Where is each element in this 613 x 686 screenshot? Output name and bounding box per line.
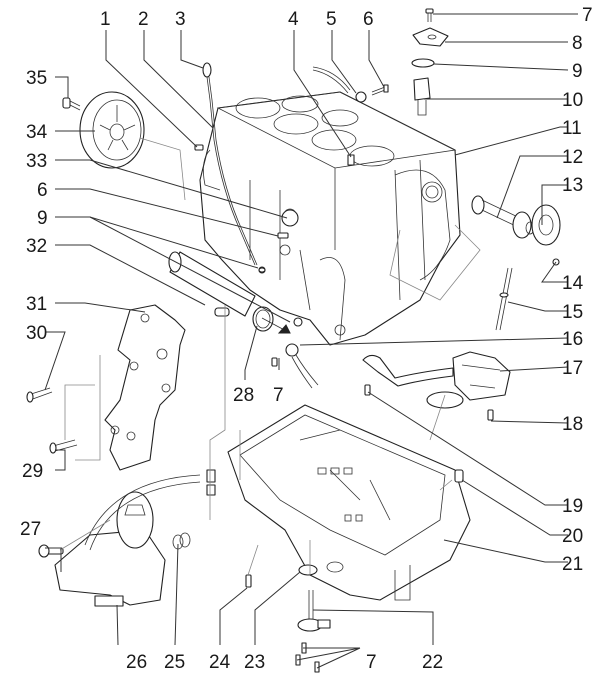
stud-4	[347, 154, 355, 166]
callout-9-left: 9	[37, 208, 48, 229]
callout-9-right: 9	[572, 61, 583, 82]
callout-32: 32	[26, 236, 47, 257]
oil-jet	[271, 343, 319, 389]
callout-8: 8	[572, 33, 583, 54]
callout-33: 33	[26, 151, 47, 172]
intermediate-shaft	[471, 195, 561, 266]
pulley-bolt	[62, 97, 81, 111]
leader-lines	[44, 13, 578, 669]
callout-25: 25	[164, 652, 185, 673]
callout-26: 26	[126, 652, 147, 673]
callout-14: 14	[562, 273, 584, 294]
callout-31: 31	[26, 294, 47, 315]
bolt-6	[277, 232, 289, 239]
callout-35: 35	[26, 68, 47, 89]
callout-29: 29	[22, 461, 43, 482]
pump-drive-shaft	[495, 267, 513, 331]
oil-seal	[281, 209, 299, 227]
crankshaft-pulley	[79, 91, 145, 169]
callout-4: 4	[288, 9, 299, 30]
callout-10: 10	[562, 90, 583, 111]
callout-7-bottom: 7	[366, 652, 377, 673]
oil-sump	[227, 404, 471, 601]
callout-1: 1	[100, 9, 111, 30]
callout-2: 2	[138, 9, 149, 30]
callout-22: 22	[422, 652, 443, 673]
drain-plug	[454, 469, 464, 483]
callout-19: 19	[562, 496, 583, 517]
tube-and-plug	[168, 251, 303, 334]
callout-28: 28	[233, 385, 254, 406]
callout-21: 21	[562, 554, 583, 575]
callout-27: 27	[20, 519, 41, 540]
callout-34: 34	[26, 122, 48, 143]
callout-6-left: 6	[37, 180, 48, 201]
dipstick	[202, 62, 258, 266]
callout-5: 5	[326, 9, 337, 30]
callout-6-top: 6	[363, 9, 374, 30]
parts-artwork	[26, 8, 561, 673]
callout-15: 15	[562, 302, 583, 323]
callout-17: 17	[562, 358, 583, 379]
callout-7-mid: 7	[273, 385, 284, 406]
bolt-24	[245, 574, 252, 588]
callout-13: 13	[562, 175, 583, 196]
oil-pipe	[312, 66, 389, 103]
oil-pump	[362, 351, 511, 409]
bolt-19	[364, 384, 371, 396]
callout-11: 11	[562, 118, 582, 139]
bolt-18	[487, 409, 494, 421]
seal	[298, 564, 318, 576]
callout-7-top: 7	[582, 5, 593, 26]
callout-labels: 1 2 3 4 5 6 7 8 9 10 11 12 13 14 15 16 1…	[20, 5, 593, 673]
callout-12: 12	[562, 147, 583, 168]
callout-3: 3	[175, 9, 186, 30]
top-cover-assembly	[411, 8, 449, 116]
callout-30: 30	[26, 323, 47, 344]
callout-24: 24	[209, 652, 231, 673]
o-ring-9	[258, 267, 266, 273]
bolt-1	[194, 144, 204, 151]
callout-23: 23	[244, 652, 265, 673]
assembly-guide-lines	[59, 137, 481, 576]
callout-20: 20	[562, 526, 583, 547]
accessory-bracket	[26, 304, 186, 471]
callout-16: 16	[562, 329, 583, 350]
callout-18: 18	[562, 414, 583, 435]
oil-filter-bracket	[38, 469, 216, 607]
